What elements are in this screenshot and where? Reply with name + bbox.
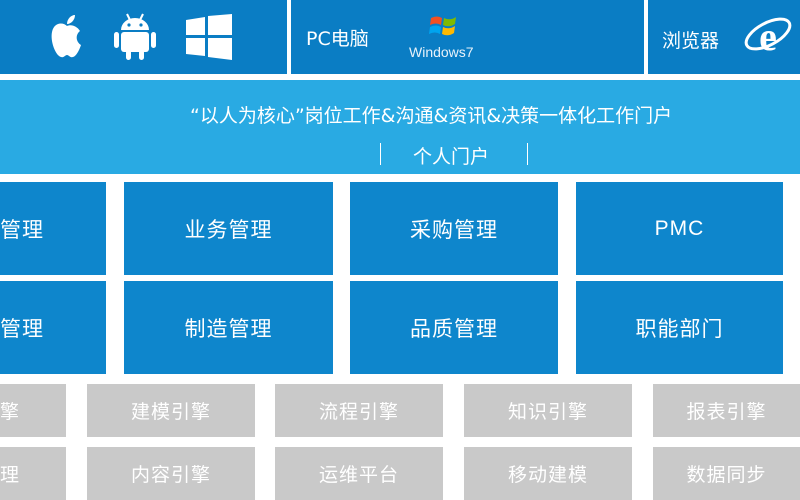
module-pmc[interactable]: PMC <box>576 182 783 275</box>
module-business-management[interactable]: 业务管理 <box>124 182 333 275</box>
divider-right <box>527 143 528 165</box>
windows-icon <box>186 14 232 60</box>
mobile-platforms-panel <box>0 0 287 74</box>
module-management-partial[interactable]: 管理 <box>0 182 106 275</box>
module-management-partial-2[interactable]: 管理 <box>0 281 106 374</box>
engine-modeling[interactable]: 建模引擎 <box>87 384 255 437</box>
browser-label: 浏览器 <box>662 30 720 52</box>
engine-partial[interactable]: 擎 <box>0 384 66 437</box>
data-sync[interactable]: 数据同步 <box>653 447 800 500</box>
ie-browser-icon: e <box>742 12 794 62</box>
platform-operations[interactable]: 运维平台 <box>275 447 443 500</box>
portal-banner: “以人为核心”岗位工作&沟通&资讯&决策一体化工作门户 个人门户 <box>0 80 800 174</box>
windows7-logo-text: Windows7 <box>409 44 474 60</box>
module-purchase-management[interactable]: 采购管理 <box>350 182 558 275</box>
mobile-modeling[interactable]: 移动建模 <box>464 447 632 500</box>
engine-knowledge[interactable]: 知识引擎 <box>464 384 632 437</box>
apple-icon <box>46 12 88 60</box>
engine-workflow[interactable]: 流程引擎 <box>275 384 443 437</box>
divider-left <box>380 143 381 165</box>
engine-content[interactable]: 内容引擎 <box>87 447 255 500</box>
module-functional-departments[interactable]: 职能部门 <box>576 281 783 374</box>
personal-portal-link[interactable]: 个人门户 <box>413 146 490 168</box>
windows7-logo-icon <box>429 12 459 40</box>
engine-report[interactable]: 报表引擎 <box>653 384 800 437</box>
browser-panel: 浏览器 e <box>648 0 800 74</box>
pc-panel: PC电脑 Windows7 <box>291 0 644 74</box>
android-icon <box>113 12 157 62</box>
module-quality-management[interactable]: 品质管理 <box>350 281 558 374</box>
engine-partial-2[interactable]: 理 <box>0 447 66 500</box>
pc-label: PC电脑 <box>306 28 369 50</box>
module-manufacturing-management[interactable]: 制造管理 <box>124 281 333 374</box>
svg-text:e: e <box>759 14 777 59</box>
banner-tagline: “以人为核心”岗位工作&沟通&资讯&决策一体化工作门户 <box>190 105 673 127</box>
